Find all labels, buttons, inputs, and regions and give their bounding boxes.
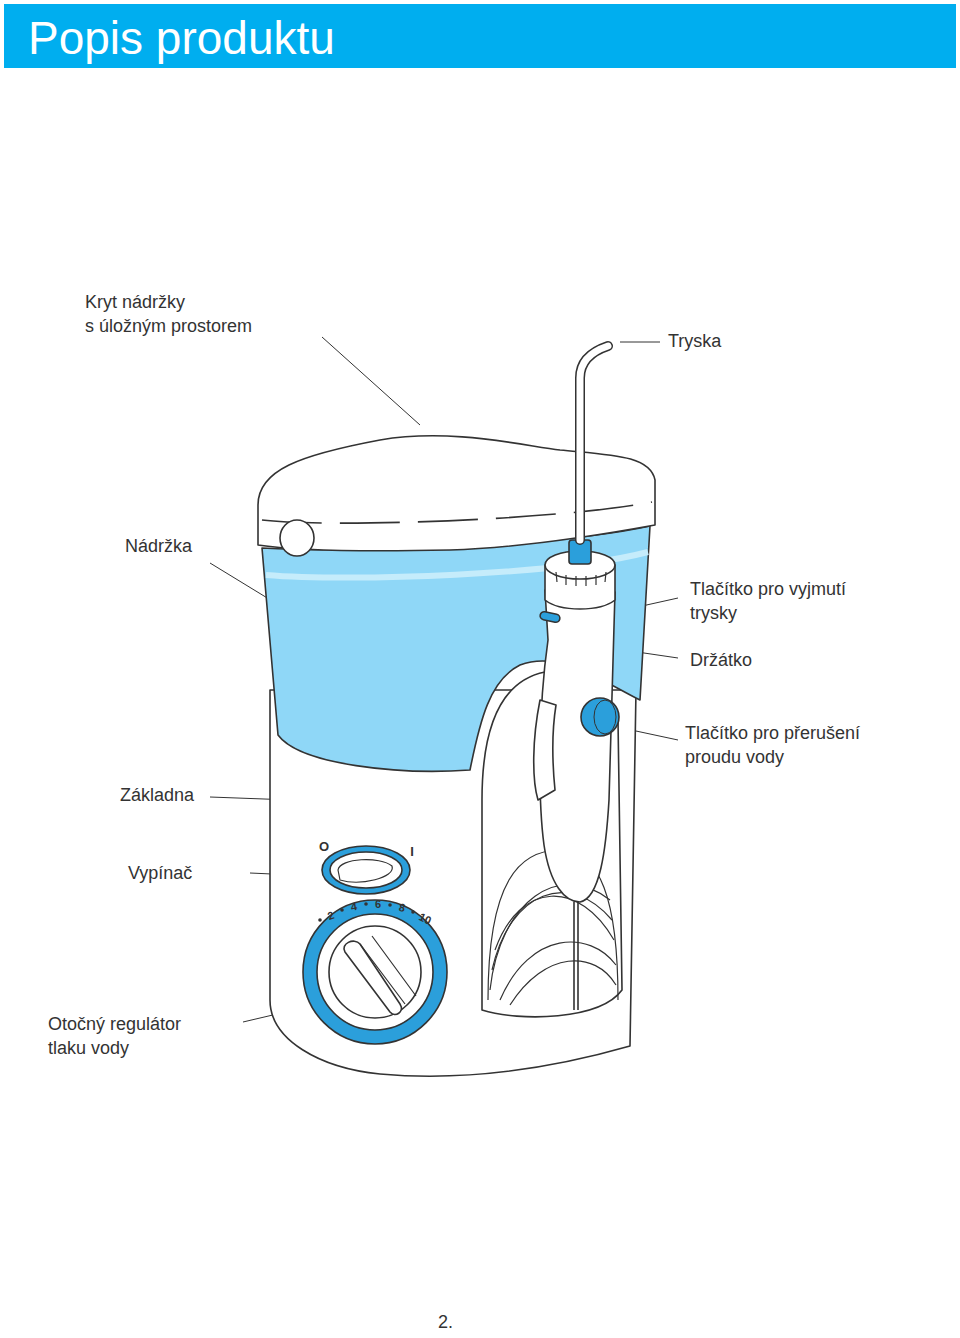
scale-number: 10 (417, 911, 433, 926)
part-label: Tlačítko pro přerušení proudu vody (685, 721, 860, 769)
part-label: Tryska (668, 329, 721, 353)
part-label: Nádržka (125, 534, 192, 558)
switch-symbol: I (410, 845, 414, 858)
water-flosser (258, 346, 655, 1076)
scale-number: 8 (398, 902, 406, 914)
scale-number: 4 (350, 901, 358, 913)
page-number: 2. (438, 1310, 453, 1334)
title-band (4, 4, 956, 68)
part-label: Otočný regulátor tlaku vody (48, 1012, 181, 1060)
page-title: Popis produktu (28, 10, 335, 66)
switch-symbol: O (319, 840, 329, 853)
part-label: Kryt nádržky s úložným prostorem (85, 290, 252, 338)
part-label: Základna (120, 783, 194, 807)
part-label: Tlačítko pro vyjmutí trysky (690, 577, 846, 625)
part-label: Držátko (690, 648, 752, 672)
part-label: Vypínač (128, 861, 192, 885)
scale-number: 2 (326, 910, 336, 922)
scale-number: 6 (375, 899, 381, 910)
